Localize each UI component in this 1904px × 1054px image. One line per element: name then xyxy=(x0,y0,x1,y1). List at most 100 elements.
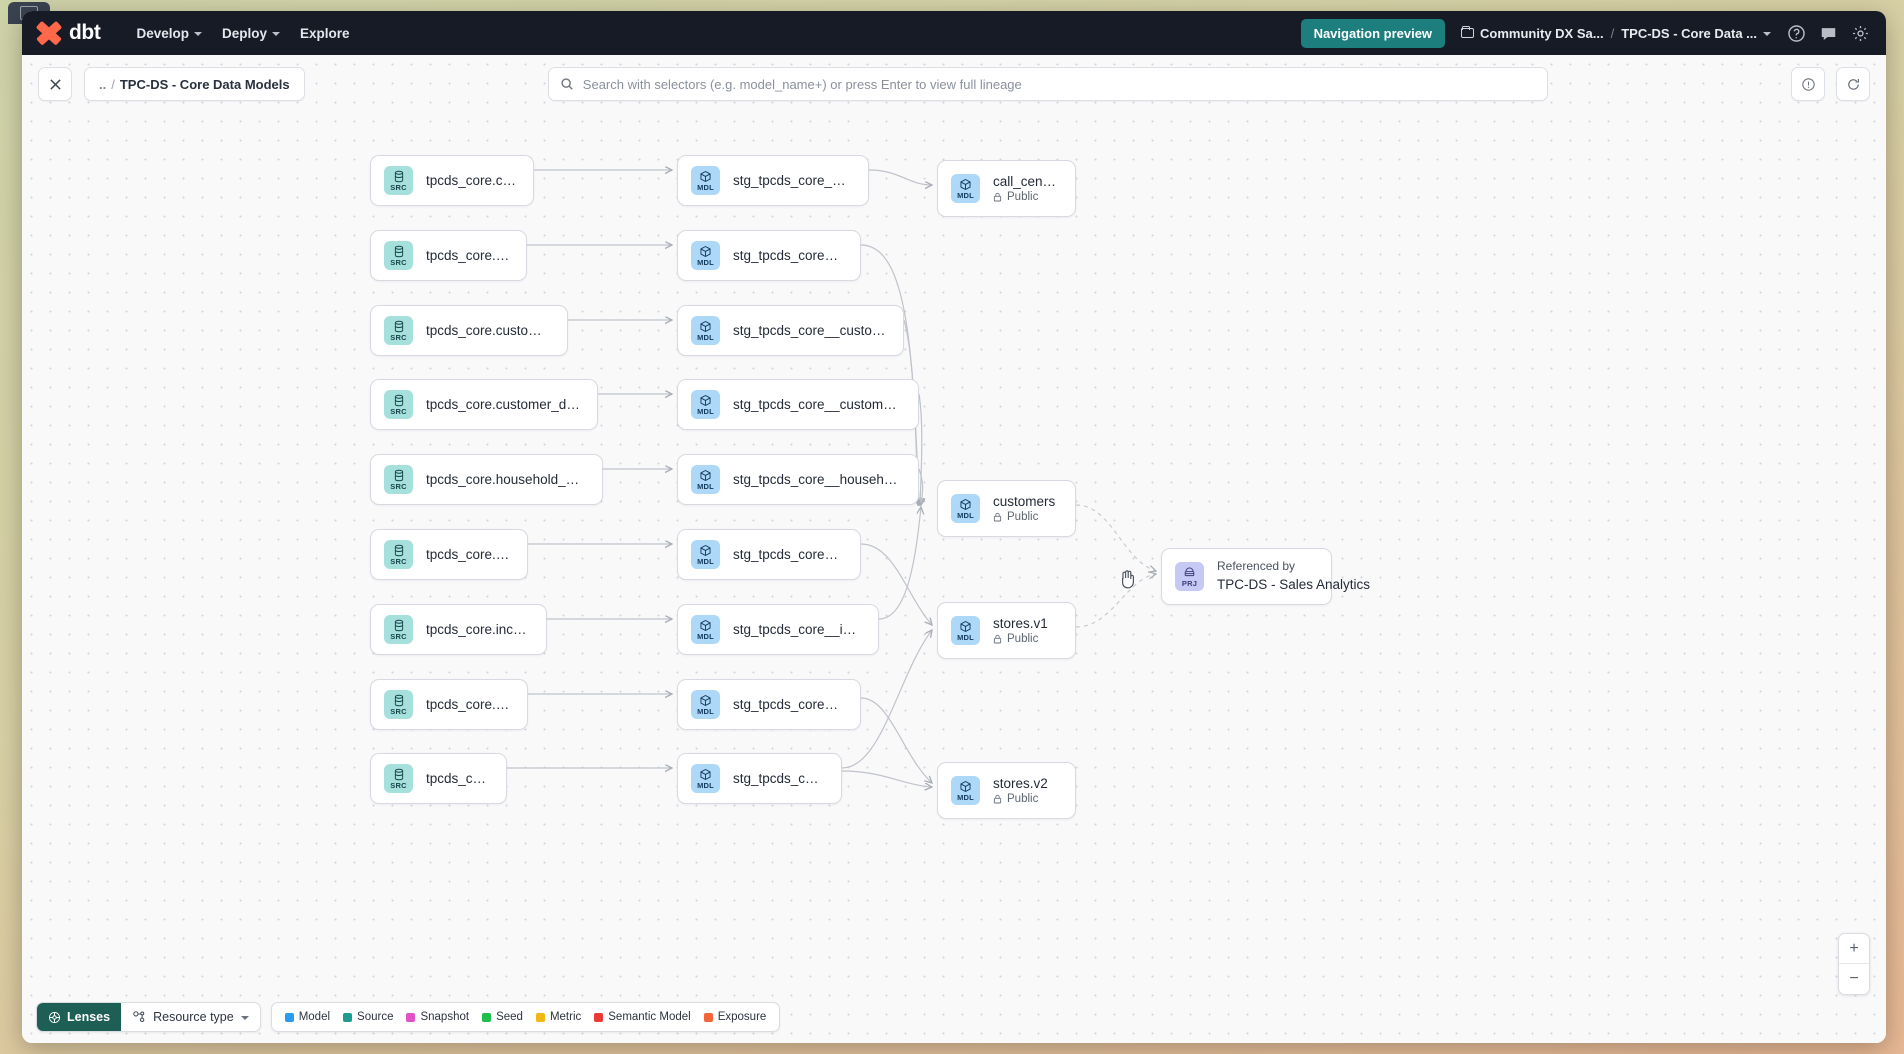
zoom-out-button[interactable]: − xyxy=(1849,970,1859,987)
breadcrumb-account-label: Community DX Sa... xyxy=(1480,25,1604,41)
breadcrumb-project[interactable]: TPC-DS - Core Data ... xyxy=(1621,26,1771,41)
toolbar-right-actions xyxy=(1791,67,1870,101)
lineage-node-model[interactable]: MDL stg_tpcds_core__call_center xyxy=(677,155,869,206)
breadcrumb-current-label: TPC-DS - Core Data Models xyxy=(119,76,290,92)
node-label: stg_tpcds_core__inventory xyxy=(733,697,844,712)
feedback-icon[interactable] xyxy=(1819,24,1838,43)
node-type-tag: MDL xyxy=(957,191,974,200)
resource-type-filter[interactable]: Resource type xyxy=(121,1003,260,1031)
lineage-node-model[interactable]: MDL stg_tpcds_core__customer xyxy=(677,230,861,281)
legend-item[interactable]: Seed xyxy=(482,1011,523,1023)
legend-swatch xyxy=(284,1012,294,1022)
legend-label: Source xyxy=(357,1011,394,1023)
help-circle-icon[interactable] xyxy=(1787,24,1806,43)
node-type-icon-src: SRC xyxy=(384,540,413,569)
refresh-button[interactable] xyxy=(1836,67,1870,101)
node-type-icon-mdl: MDL xyxy=(691,615,720,644)
node-body: tpcds_core.date_dim xyxy=(426,547,511,562)
lineage-node-source[interactable]: SRC tpcds_core.date_dim xyxy=(370,529,528,580)
lineage-node-source[interactable]: SRC tpcds_core.customer xyxy=(370,230,527,281)
nav-item-explore[interactable]: Explore xyxy=(290,20,360,47)
lineage-node-model[interactable]: MDLstg_tpcds_core__customer_demogra… xyxy=(677,379,919,430)
node-type-icon-mdl: MDL xyxy=(951,616,980,645)
node-type-tag: SRC xyxy=(390,557,407,566)
search-input[interactable] xyxy=(582,76,1536,92)
chevron-down-icon xyxy=(193,31,202,36)
breadcrumb-project-label: TPC-DS - Core Data ... xyxy=(1621,25,1757,41)
node-body: stg_tpcds_core__household_demogr… xyxy=(733,472,902,487)
node-access-label: Public xyxy=(1007,191,1039,203)
node-type-icon-src: SRC xyxy=(384,316,413,345)
node-label: stg_tpcds_core__date_dim xyxy=(733,547,844,562)
lineage-node-model[interactable]: MDL stg_tpcds_core__income_band xyxy=(677,604,879,655)
node-label: customers xyxy=(993,494,1056,509)
node-body: tpcds_core.customer xyxy=(426,248,510,263)
node-type-icon-mdl: MDL xyxy=(691,166,720,195)
node-type-icon-mdl: MDL xyxy=(951,494,980,523)
legend-swatch xyxy=(343,1012,353,1022)
legend-item[interactable]: Source xyxy=(343,1011,393,1023)
zoom-controls: + − xyxy=(1838,933,1870,995)
breadcrumb-button[interactable]: .. / TPC-DS - Core Data Models xyxy=(84,67,305,101)
node-type-tag: SRC xyxy=(390,707,407,716)
zoom-in-button[interactable]: + xyxy=(1839,934,1869,964)
legend-label: Seed xyxy=(496,1011,523,1023)
node-label: tpcds_core.customer xyxy=(426,248,510,263)
legend-item[interactable]: Model xyxy=(284,1011,330,1023)
node-type-icon-mdl: MDL xyxy=(691,390,720,419)
node-type-tag: MDL xyxy=(697,632,714,641)
legend-item[interactable]: Metric xyxy=(535,1011,582,1023)
nav-item-develop[interactable]: Develop xyxy=(126,20,212,47)
chevron-down-icon xyxy=(272,31,280,36)
lineage-node-source[interactable]: SRC tpcds_core.customer_address xyxy=(370,305,568,356)
gear-icon[interactable] xyxy=(1851,24,1870,43)
lineage-canvas[interactable]: .. / TPC-DS - Core Data Models xyxy=(22,55,1886,1043)
info-button[interactable] xyxy=(1791,67,1825,101)
node-body: stg_tpcds_core__call_center xyxy=(733,173,852,188)
chevron-down-icon xyxy=(240,1015,249,1020)
search-wrapper xyxy=(317,67,1779,101)
node-access-badge: Public xyxy=(993,793,1048,805)
top-navigation-bar: dbt Develop Deploy Explore Navigation pr… xyxy=(22,11,1886,55)
legend-item[interactable]: Snapshot xyxy=(406,1011,469,1023)
node-label: tpcds_core.customer_address xyxy=(426,323,551,338)
node-label: stg_tpcds_core__income_band xyxy=(733,622,862,637)
node-label: stg_tpcds_core__customer xyxy=(733,248,844,263)
breadcrumb-account[interactable]: Community DX Sa... xyxy=(1461,26,1604,41)
lenses-button[interactable]: Lenses xyxy=(37,1003,122,1031)
legend-item[interactable]: Semantic Model xyxy=(594,1011,691,1023)
node-type-tag: MDL xyxy=(697,258,714,267)
node-type-tag: PRJ xyxy=(1181,579,1198,588)
legend-label: Metric xyxy=(549,1011,582,1023)
legend-item[interactable]: Exposure xyxy=(703,1011,766,1023)
navigation-preview-button[interactable]: Navigation preview xyxy=(1300,18,1446,48)
canvas-bottom-bar: Lenses Resource type Model Source Snapshot… xyxy=(22,991,1886,1043)
dbt-logo[interactable]: dbt xyxy=(36,20,101,46)
nav-item-deploy[interactable]: Deploy xyxy=(212,20,290,47)
node-type-tag: MDL xyxy=(697,333,714,342)
grab-hand-cursor xyxy=(1122,570,1134,589)
lineage-node-model[interactable]: MDLstg_tpcds_core__household_demogr… xyxy=(677,454,919,505)
node-label: stores.v1 xyxy=(993,616,1048,631)
node-type-tag: SRC xyxy=(390,258,407,267)
node-type-icon-src: SRC xyxy=(384,690,413,719)
close-lineage-button[interactable] xyxy=(38,67,72,101)
lineage-search-bar[interactable] xyxy=(547,67,1548,101)
node-access-badge: Public xyxy=(993,633,1048,645)
